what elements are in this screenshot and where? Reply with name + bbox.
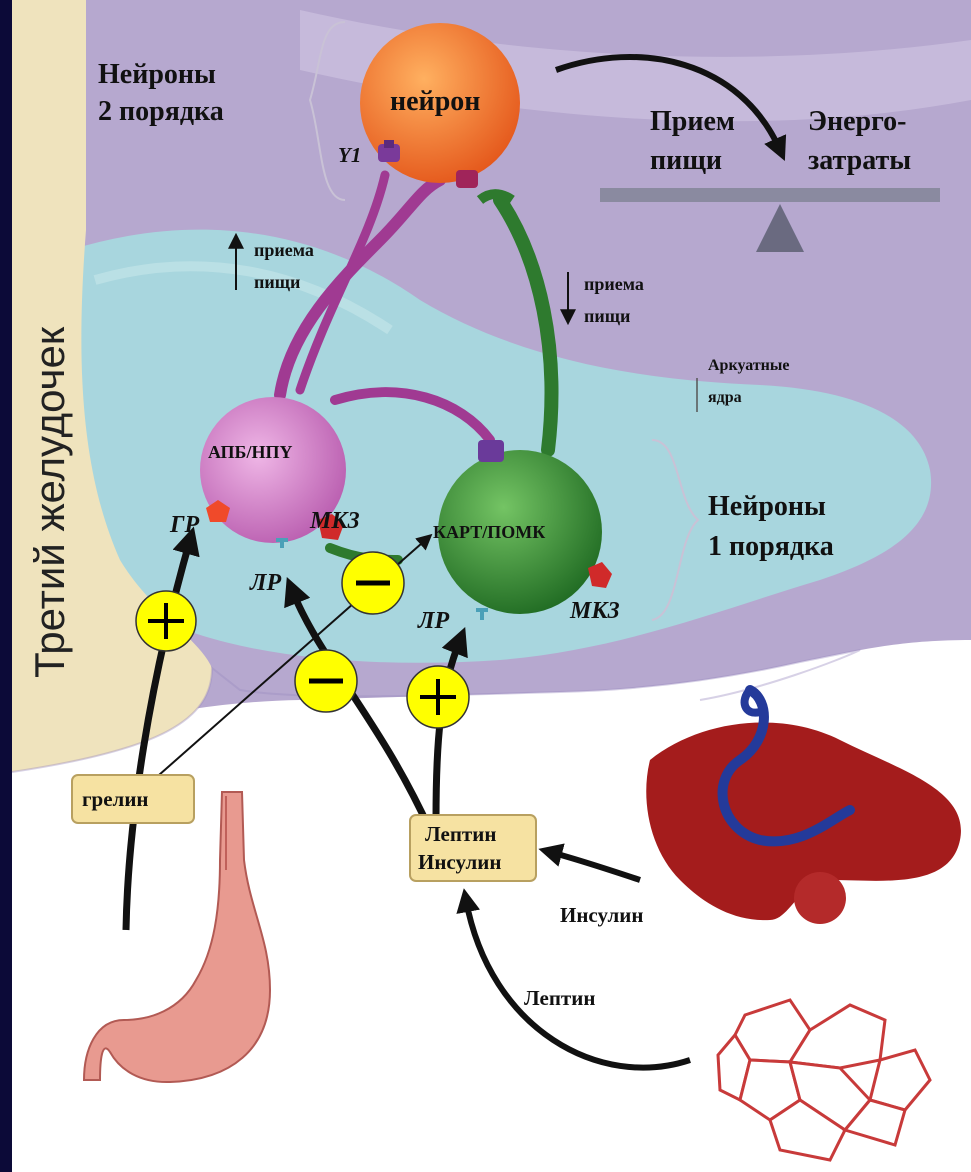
neuron-label: нейрон [390,86,480,117]
intake-label-line2: пищи [650,145,722,176]
mk3-right-label: МК3 [569,598,620,624]
first-order-label-line1: Нейроны [708,491,826,522]
intake-up-label-line2: пищи [254,272,300,292]
mk3-left-label: МК3 [309,508,360,534]
expenditure-label-line1: Энерго- [808,106,906,137]
leptin-insulin-label-line1: Лептин [425,822,496,846]
insulin-label: Инсулин [560,903,643,927]
mc-receptor-upper [456,170,478,188]
lr-left-label: ЛР [249,570,281,596]
lr-right-label: ЛР [417,608,449,634]
intake-down-label-line2: пищи [584,306,630,326]
leptin-label: Лептин [524,986,595,1010]
expenditure-label-line2: затраты [808,145,911,176]
second-order-label-line1: Нейроны [98,59,216,90]
y1-label: Y1 [338,143,361,167]
ventricle-label: Третий желудочек [26,326,73,678]
minus-sign-upper [342,552,404,614]
intake-down-label-line1: приема [584,274,644,294]
minus-sign-lower [295,650,357,712]
plus-sign-leptin [407,666,469,728]
ghrelin-label: грелин [82,787,149,811]
gr-label: ГР [169,512,199,538]
y1-receptor-cart [478,440,504,462]
second-order-label-line2: 2 порядка [98,96,224,127]
cart-pomc-label: КАРТ/ПОМК [433,522,545,542]
leptin-insulin-label-line2: Инсулин [418,850,501,874]
plus-sign-ghrelin [136,591,196,651]
apb-npy-label: АПБ/НПY [208,442,292,462]
arcuate-label-line2: ядра [708,389,742,406]
intake-up-label-line1: приема [254,240,314,260]
intake-label-line1: Прием [650,106,735,137]
arcuate-label-line1: Аркуатные [708,357,790,374]
first-order-label-line2: 1 порядка [708,531,834,562]
